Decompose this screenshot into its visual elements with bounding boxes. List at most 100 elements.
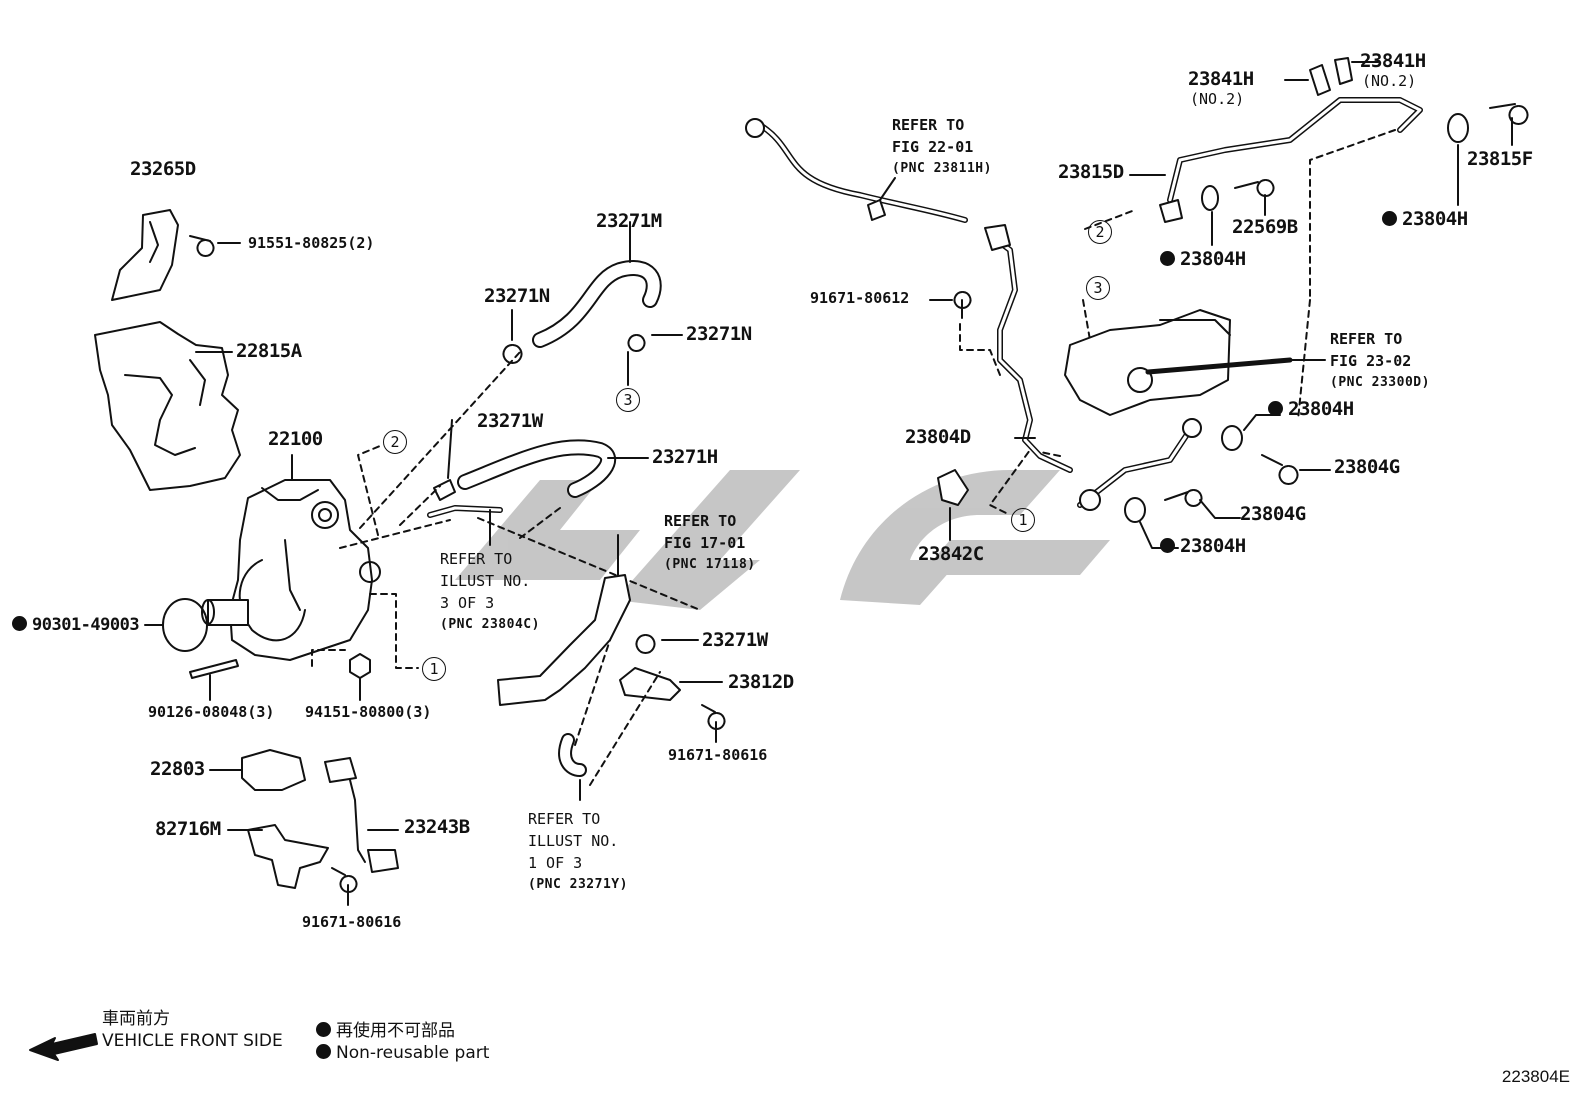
clamp-23271W-b xyxy=(635,634,656,654)
legend-nonreusable: 再使用不可部品 Non-reusable part xyxy=(316,1020,489,1064)
nut-94151 xyxy=(349,653,371,679)
legend-direction: 車両前方 VEHICLE FRONT SIDE xyxy=(102,1008,283,1052)
label-22569B: 22569B xyxy=(1232,216,1298,238)
legend-direction-en: VEHICLE FRONT SIDE xyxy=(102,1031,283,1051)
label-23271W-a: 23271W xyxy=(477,410,543,432)
ref-pnc: (PNC 23300D) xyxy=(1330,375,1430,390)
label-91671-bl: 91671-80616 xyxy=(302,913,402,931)
figure-id: 223804E xyxy=(1501,1067,1570,1086)
clip-23841H-r xyxy=(1334,57,1353,85)
label-23804H-top-right: 23804H xyxy=(1382,210,1468,229)
callout-1-right: 1 xyxy=(1011,508,1035,532)
label-23271W-b: 23271W xyxy=(702,629,768,651)
ref-line: FIG 23-02 xyxy=(1330,352,1412,370)
label-23804G-b: 23804G xyxy=(1240,503,1306,525)
label-23271H: 23271H xyxy=(652,446,718,468)
gasket-23804H-tr xyxy=(1447,113,1469,143)
ref-line: REFER TO xyxy=(1330,330,1403,348)
callout-2-left: 2 xyxy=(383,430,407,454)
callout-2-right: 2 xyxy=(1088,220,1112,244)
gasket-23804H-mid xyxy=(1201,185,1219,211)
pipe-23815D xyxy=(1167,97,1423,203)
clamp-23271W-a xyxy=(433,479,456,501)
callout-1-left: 1 xyxy=(422,657,446,681)
ref-pnc: (PNC 23271Y) xyxy=(528,877,628,892)
ref-line: ILLUST NO. xyxy=(440,572,531,590)
label-23271N-a: 23271N xyxy=(484,285,550,307)
gasket-23804H-low xyxy=(1124,497,1146,523)
ref-line: FIG 22-01 xyxy=(892,138,974,156)
ref-line: REFER TO xyxy=(664,512,737,530)
bolt-22569B xyxy=(1234,179,1275,216)
label-no2-left: (NO.2) xyxy=(1190,90,1245,108)
watermark-logo xyxy=(455,470,1110,610)
reference-fig-22-01: REFER TO FIG 22-01 (PNC 23811H) xyxy=(892,114,992,180)
label-91671-mid: 91671-80616 xyxy=(668,746,768,764)
label-90301: 90301-49003 xyxy=(12,616,140,634)
reference-illust-3-of-3: REFER TO ILLUST NO. 3 OF 3 (PNC 23804C) xyxy=(440,548,540,636)
label-23804D: 23804D xyxy=(905,426,971,448)
legend-nonreuse-en: Non-reusable part xyxy=(316,1042,489,1064)
legend-nonreuse-jp: 再使用不可部品 xyxy=(316,1020,489,1042)
label-23841H-left: 23841H xyxy=(1188,68,1254,90)
cap-22803 xyxy=(241,749,306,791)
label-22100: 22100 xyxy=(268,428,323,450)
label-23804G-a: 23804G xyxy=(1334,456,1400,478)
bolt-91671-bl xyxy=(331,867,358,906)
bolt-91551 xyxy=(189,235,215,257)
clip-23841H-l xyxy=(1309,64,1331,96)
o-ring-90301 xyxy=(162,598,208,652)
label-23804H-right: 23804H xyxy=(1268,400,1354,419)
ref-line: REFER TO xyxy=(528,810,601,828)
label-90126: 90126-08048(3) xyxy=(148,703,275,721)
ref-pnc: (PNC 23804C) xyxy=(440,617,540,632)
label-23812D: 23812D xyxy=(728,671,794,693)
label-22803: 22803 xyxy=(150,758,205,780)
vehicle-front-arrow-icon xyxy=(29,1033,98,1061)
label-23815D: 23815D xyxy=(1058,161,1124,183)
label-23271M: 23271M xyxy=(596,210,662,232)
ref-line: FIG 17-01 xyxy=(664,534,746,552)
label-23271N-b: 23271N xyxy=(686,323,752,345)
bolt-23815F xyxy=(1489,103,1529,146)
bolt-23804G-b xyxy=(1164,489,1203,507)
pipe-23804D xyxy=(987,232,1073,473)
callout-3-left: 3 xyxy=(616,388,640,412)
pump-22100 xyxy=(201,454,381,661)
label-82716M: 82716M xyxy=(155,818,221,840)
bolt-91671-mid xyxy=(701,704,726,743)
sensor-23243B xyxy=(324,757,399,873)
label-23842C: 23842C xyxy=(918,543,984,565)
reference-fig-17-01: REFER TO FIG 17-01 (PNC 17118) xyxy=(664,510,756,576)
label-22815A: 22815A xyxy=(236,340,302,362)
label-no2-right: (NO.2) xyxy=(1362,72,1417,90)
ref-line: REFER TO xyxy=(892,116,965,134)
label-23265D: 23265D xyxy=(130,158,196,180)
callout-3-right: 3 xyxy=(1086,276,1110,300)
bracket-82716M xyxy=(247,824,329,889)
bracket-fig17 xyxy=(497,574,631,706)
bolt-23804G-a xyxy=(1261,454,1299,485)
ref-line: 3 OF 3 xyxy=(440,594,495,612)
clamp-23842C xyxy=(937,469,969,506)
clamp-23271N-a xyxy=(502,344,523,364)
label-23243B: 23243B xyxy=(404,816,470,838)
label-23804H-mid: 23804H xyxy=(1160,250,1246,269)
bracket-23265D xyxy=(111,209,179,301)
label-23841H-right: 23841H xyxy=(1360,50,1426,72)
label-91671-80612: 91671-80612 xyxy=(810,289,910,307)
gasket-23804H-right xyxy=(1221,425,1243,451)
ref-pnc: (PNC 17118) xyxy=(664,557,756,572)
reference-illust-1-of-3: REFER TO ILLUST NO. 1 OF 3 (PNC 23271Y) xyxy=(528,808,628,896)
clamp-23271N-b xyxy=(627,334,646,352)
stud-90126 xyxy=(189,659,239,679)
ref-line: REFER TO xyxy=(440,550,513,568)
reference-fig-23-02: REFER TO FIG 23-02 (PNC 23300D) xyxy=(1330,328,1430,394)
legend-direction-jp: 車両前方 xyxy=(102,1009,170,1029)
ref-line: ILLUST NO. xyxy=(528,832,619,850)
ref-line: 1 OF 3 xyxy=(528,854,583,872)
bolt-91671-80612 xyxy=(953,291,972,319)
label-91551: 91551-80825(2) xyxy=(248,234,375,252)
